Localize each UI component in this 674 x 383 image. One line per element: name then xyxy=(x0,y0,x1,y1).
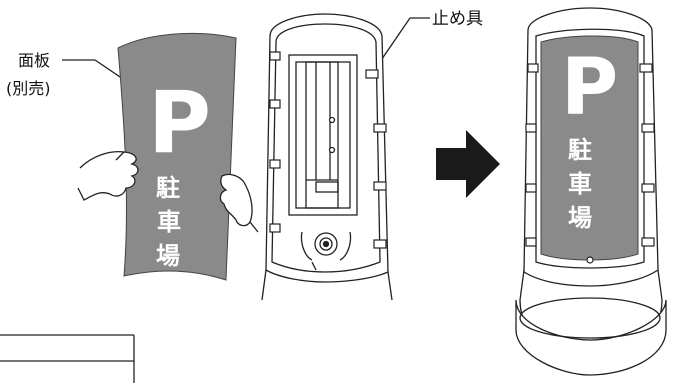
fasteners-assembled xyxy=(525,63,655,264)
stand-open xyxy=(261,13,393,301)
assembled-char-2: 車 xyxy=(568,170,592,198)
right-arrow-icon xyxy=(436,130,500,198)
right-hand xyxy=(219,173,259,233)
panel-char-1: 駐 xyxy=(156,174,180,202)
assembled-letter-p: P xyxy=(561,43,618,133)
panel-label: 面板 xyxy=(18,51,50,70)
panel-letter-p: P xyxy=(148,73,211,173)
table-frame xyxy=(0,334,135,383)
panel-char-2: 車 xyxy=(157,208,181,236)
assembled-sign-panel: P 駐 車 場 xyxy=(540,35,639,261)
gray-sign-panel: P 駐 車 場 xyxy=(117,32,237,281)
fastener-label: 止め具 xyxy=(432,9,483,29)
assembled-char-1: 駐 xyxy=(568,136,592,164)
panel-char-3: 場 xyxy=(156,242,180,270)
fasteners-open-stand xyxy=(269,51,387,249)
panel-label-group: 面板 (別売) xyxy=(6,51,133,98)
left-hand xyxy=(77,150,139,201)
assembled-char-3: 場 xyxy=(568,204,592,232)
sold-separately-label: (別売) xyxy=(6,79,51,98)
fastener-label-group: 止め具 xyxy=(372,9,483,73)
